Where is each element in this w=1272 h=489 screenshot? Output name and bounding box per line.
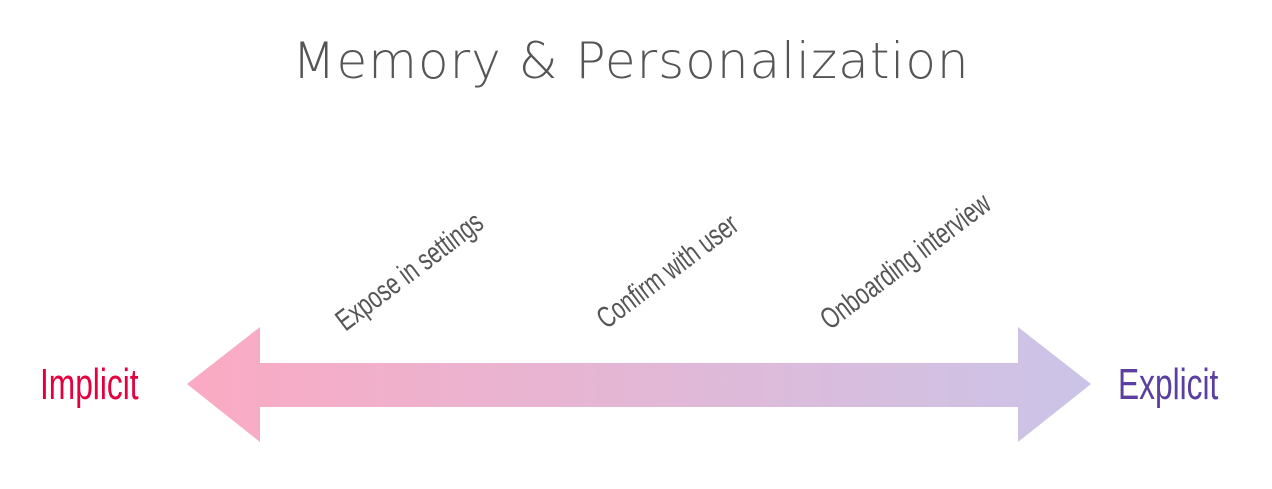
explicit-label: Explicit — [1118, 360, 1219, 409]
spectrum-arrow — [187, 327, 1091, 442]
diagram-title: Memory & Personalization — [292, 32, 970, 90]
implicit-label: Implicit — [40, 360, 139, 409]
